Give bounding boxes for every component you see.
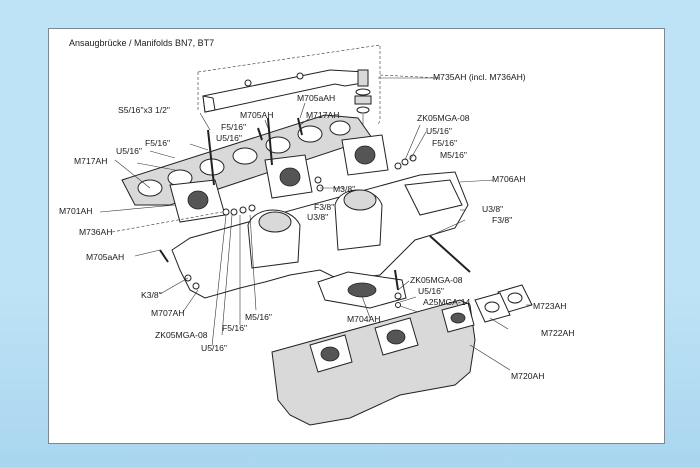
label-f38-mid: F3/8" bbox=[314, 202, 334, 212]
label-k38: K3/8" bbox=[141, 290, 162, 300]
label-a25mga14: A25MGA-14 bbox=[423, 297, 471, 307]
label-m38: M3/8" bbox=[333, 184, 355, 194]
label-m735ah: M735AH (incl. M736AH) bbox=[433, 72, 526, 82]
studs bbox=[159, 249, 402, 308]
label-m705aah-top: M705aAH bbox=[297, 93, 335, 103]
label-zk05mga08-mid: ZK05MGA-08 bbox=[410, 275, 463, 285]
label-m720ah: M720AH bbox=[511, 371, 544, 381]
label-f38-right: F3/8" bbox=[492, 215, 512, 225]
carburettor-flange-right bbox=[341, 134, 389, 176]
exhaust-manifold bbox=[171, 171, 469, 299]
linkage-parts bbox=[354, 69, 372, 140]
label-u38-right: U3/8" bbox=[482, 204, 503, 214]
gasket-m722ah bbox=[474, 292, 511, 323]
left-washers bbox=[222, 204, 256, 216]
heat-shield bbox=[271, 299, 476, 426]
label-m705aah-left: M705aAH bbox=[86, 252, 124, 262]
label-m722ah: M722AH bbox=[541, 328, 574, 338]
diagram-title: Ansaugbrücke / Manifolds BN7, BT7 bbox=[69, 38, 215, 48]
label-u516-right: U5/16" bbox=[426, 126, 452, 136]
label-m707ah: M707AH bbox=[151, 308, 184, 318]
carburettor-flange-middle bbox=[264, 154, 313, 199]
label-zk05mga08-bottom: ZK05MGA-08 bbox=[155, 330, 208, 340]
label-u516-left: U5/16" bbox=[116, 146, 142, 156]
heat-shield-bar bbox=[202, 69, 369, 113]
gasket-m723ah bbox=[497, 284, 533, 313]
label-m701ah: M701AH bbox=[59, 206, 92, 216]
label-m736ah: M736AH bbox=[79, 227, 112, 237]
carburettor-flange-left bbox=[169, 179, 226, 223]
label-f516-right: F5/16" bbox=[432, 138, 457, 148]
label-s516x312: S5/16"x3 1/2" bbox=[118, 105, 170, 115]
label-m516-bottom: M5/16" bbox=[245, 312, 272, 322]
leader-lines bbox=[99, 77, 532, 371]
label-m717ah-top: M717AH bbox=[306, 110, 339, 120]
label-u516-top: U5/16" bbox=[216, 133, 242, 143]
label-m706ah: M706AH bbox=[492, 174, 525, 184]
label-f516-top: F5/16" bbox=[221, 122, 246, 132]
manifold-outlet-flange bbox=[317, 271, 407, 309]
label-f516-left: F5/16" bbox=[145, 138, 170, 148]
label-u516-bottom: U5/16" bbox=[201, 343, 227, 353]
label-m717ah-left: M717AH bbox=[74, 156, 107, 166]
label-zk05mga08-top: ZK05MGA-08 bbox=[417, 113, 470, 123]
long-bolts bbox=[207, 117, 303, 186]
label-u38-mid: U3/8" bbox=[307, 212, 328, 222]
label-m723ah: M723AH bbox=[533, 301, 566, 311]
label-m516-right: M5/16" bbox=[440, 150, 467, 160]
label-m705ah-top: M705AH bbox=[240, 110, 273, 120]
label-m704ah: M704AH bbox=[347, 314, 380, 324]
callout-frame-m735ah bbox=[197, 44, 441, 126]
label-f516-bottom: F5/16" bbox=[222, 323, 247, 333]
label-u516-mid: U5/16" bbox=[418, 286, 444, 296]
